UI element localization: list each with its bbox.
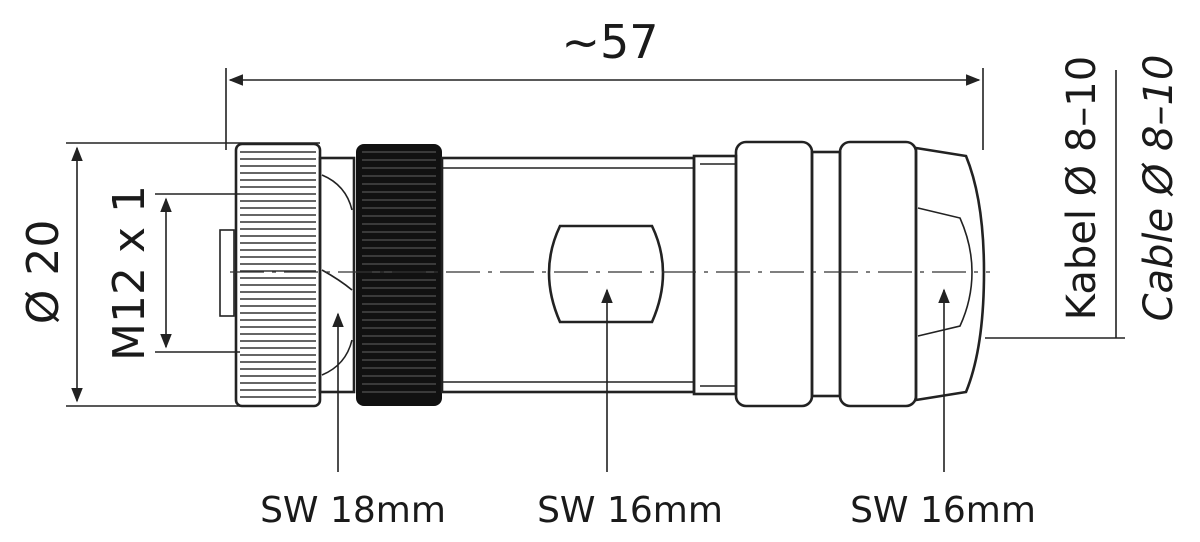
length-dimension: ~57 — [225, 15, 984, 150]
thread-label: M12 x 1 — [104, 185, 155, 361]
wrench-label-sw16-housing: SW 16mm — [537, 490, 723, 531]
cable-label-de: Kabel Ø 8–10 — [1059, 56, 1105, 320]
cable-dimension: Kabel Ø 8–10 Cable Ø 8–10 — [985, 55, 1182, 339]
wrench-callouts: SW 18mm SW 16mm SW 16mm — [260, 288, 1036, 531]
wrench-label-sw18: SW 18mm — [260, 490, 446, 531]
knurled-ring-1 — [734, 140, 814, 408]
coupling-nut — [219, 142, 322, 408]
wrench-label-sw16-gland: SW 16mm — [850, 490, 1036, 531]
cable-gland — [914, 146, 986, 402]
hex-sw18 — [318, 156, 356, 394]
step-section — [692, 154, 738, 396]
knurled-ring-2 — [838, 140, 918, 408]
connector-body — [219, 140, 990, 408]
cable-label-en: Cable Ø 8–10 — [1136, 55, 1182, 322]
wrench-flat — [547, 224, 665, 324]
length-label: ~57 — [561, 15, 658, 69]
diameter-label: Ø 20 — [18, 220, 69, 325]
thread-dimension: M12 x 1 — [104, 185, 240, 361]
diameter-dimension: Ø 20 — [18, 142, 320, 407]
ring-gap — [810, 150, 842, 398]
black-ring — [356, 144, 442, 406]
housing — [440, 156, 696, 394]
